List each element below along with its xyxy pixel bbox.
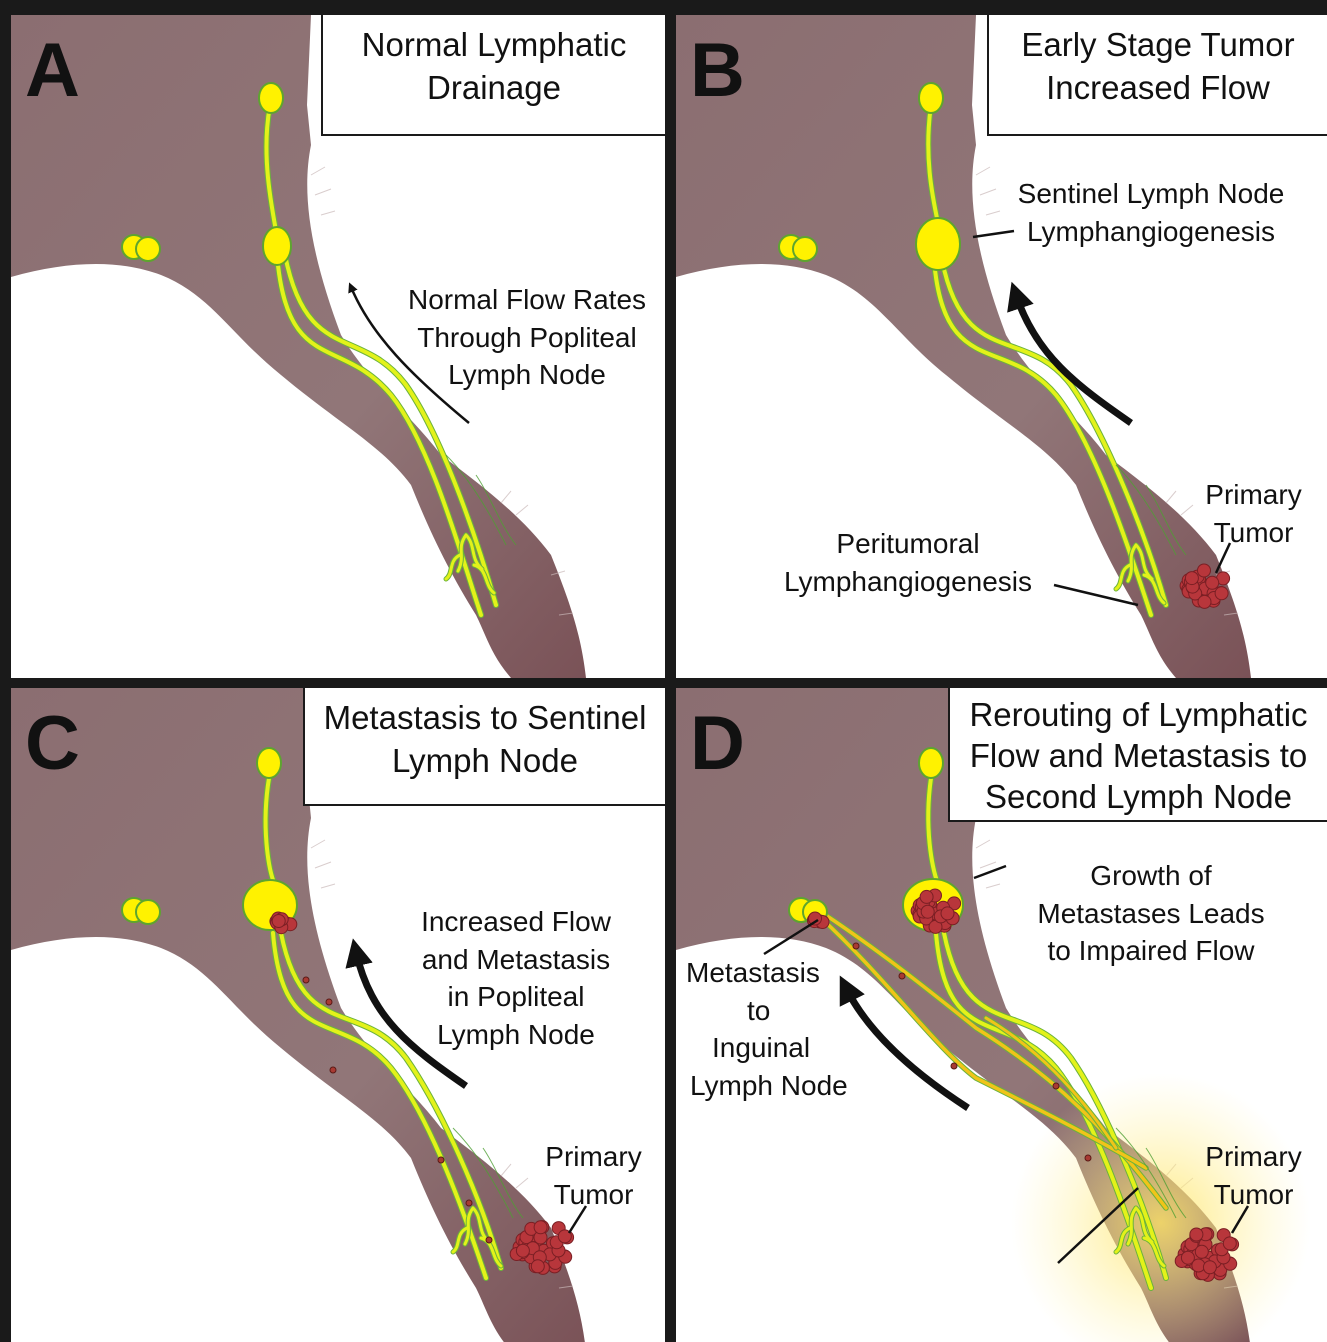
label-line: Lymph Node [681, 1067, 881, 1105]
label-line: Lymphangiogenesis [996, 213, 1306, 251]
label-line: to [681, 992, 881, 1030]
panel-letter: A [25, 33, 78, 109]
label-line: Lymphangiogenesis [768, 563, 1048, 601]
lymph-node-lobe [136, 900, 160, 924]
tumor-cell [1198, 564, 1211, 577]
title-line: Increased Flow [989, 66, 1327, 109]
title-line: Second Lymph Node [950, 776, 1327, 817]
tumor-cell [920, 890, 933, 903]
label-line: Primary [526, 1138, 661, 1176]
panel-a: A Normal Lymphatic Drainage Normal Flow … [11, 15, 665, 678]
label-line: Tumor [1186, 514, 1321, 552]
tumor-cell [921, 905, 934, 918]
panel-title: Normal Lymphatic Drainage [321, 15, 665, 136]
popliteal-upper-node-icon [259, 83, 283, 113]
label-line: Metastasis [681, 954, 881, 992]
sentinel-lymph-node-icon [916, 218, 960, 270]
label-line: Increased Flow [391, 903, 641, 941]
metastatic-cell [486, 1237, 492, 1243]
lymph-node-lobe [793, 237, 817, 261]
peritumoral-label: Peritumoral Lymphangiogenesis [768, 525, 1048, 600]
label-line: Metastases Leads [1011, 895, 1291, 933]
panel-c: C Metastasis to Sentinel Lymph Node Incr… [11, 688, 665, 1342]
metastatic-cell [466, 1200, 472, 1206]
increased-flow-label: Increased Flow and Metastasis in Poplite… [391, 903, 641, 1053]
label-line: Normal Flow Rates [387, 281, 665, 319]
metastatic-cell [951, 1063, 957, 1069]
metastatic-cell [899, 973, 905, 979]
panel-d: D Rerouting of Lymphatic Flow and Metast… [676, 688, 1327, 1342]
tumor-cell [1195, 1245, 1208, 1258]
panel-letter: B [690, 33, 743, 109]
flow-rate-label: Normal Flow Rates Through Popliteal Lymp… [387, 281, 665, 394]
panel-title: Early Stage Tumor Increased Flow [987, 15, 1327, 136]
label-line: Growth of [1011, 857, 1291, 895]
label-line: Inguinal [681, 1029, 881, 1067]
popliteal-upper-node-icon [257, 748, 281, 778]
metastatic-cell [1085, 1155, 1091, 1161]
tumor-cell [1215, 587, 1228, 600]
title-line: Normal Lymphatic [323, 23, 665, 66]
inguinal-lymph-node-icon [122, 898, 160, 924]
label-line: Tumor [526, 1176, 661, 1214]
panel-title: Metastasis to Sentinel Lymph Node [303, 688, 665, 806]
inguinal-metastasis-label: Metastasis to Inguinal Lymph Node [681, 954, 881, 1104]
panel-letter: C [25, 706, 78, 782]
label-line: and Metastasis [391, 941, 641, 979]
tumor-cell [1223, 1237, 1236, 1250]
title-line: Metastasis to Sentinel [305, 696, 665, 739]
growth-leader-line [974, 866, 1006, 878]
tumor-cell [1198, 595, 1211, 608]
tumor-cell [1203, 1261, 1216, 1274]
title-line: Lymph Node [305, 739, 665, 782]
tumor-cell [941, 907, 954, 920]
panel-letter: D [690, 706, 743, 782]
label-line: Lymph Node [387, 356, 665, 394]
tumor-cell [272, 915, 285, 928]
inguinal-lymph-node-icon [779, 235, 817, 261]
metastatic-cell [330, 1067, 336, 1073]
title-line: Early Stage Tumor [989, 23, 1327, 66]
inguinal-lymph-node-icon [122, 235, 160, 261]
popliteal-lymph-node-icon [263, 227, 291, 265]
metastatic-cell [303, 977, 309, 983]
growth-label: Growth of Metastases Leads to Impaired F… [1011, 857, 1291, 970]
label-line: in Popliteal [391, 978, 641, 1016]
panel-title: Rerouting of Lymphatic Flow and Metastas… [948, 688, 1327, 822]
sentinel-node-label: Sentinel Lymph Node Lymphangiogenesis [996, 175, 1306, 250]
tumor-cell [534, 1221, 547, 1234]
tumor-cell [1185, 572, 1198, 585]
tumor-cell [1206, 576, 1219, 589]
tumor-cell [516, 1244, 529, 1257]
primary-tumor-label: Primary Tumor [1186, 1138, 1321, 1213]
tumor-cell [1190, 1228, 1203, 1241]
popliteal-upper-node-icon [919, 83, 943, 113]
tumor-cell [531, 1260, 544, 1273]
label-line: Primary [1186, 1138, 1321, 1176]
metastatic-cell [326, 999, 332, 1005]
primary-tumor-label: Primary Tumor [1186, 476, 1321, 551]
metastatic-cell [438, 1157, 444, 1163]
lymph-node-lobe [136, 237, 160, 261]
label-line: Primary [1186, 476, 1321, 514]
label-line: Lymph Node [391, 1016, 641, 1054]
tumor-cell [1192, 1259, 1205, 1272]
primary-tumor-label: Primary Tumor [526, 1138, 661, 1213]
panel-b: B Early Stage Tumor Increased Flow Senti… [676, 15, 1327, 678]
label-line: Peritumoral [768, 525, 1048, 563]
metastatic-cell [853, 943, 859, 949]
title-line: Flow and Metastasis to [950, 735, 1327, 776]
label-line: Sentinel Lymph Node [996, 175, 1306, 213]
label-line: Tumor [1186, 1176, 1321, 1214]
title-line: Drainage [323, 66, 665, 109]
popliteal-upper-node-icon [919, 748, 943, 778]
label-line: to Impaired Flow [1011, 932, 1291, 970]
metastatic-cell [1053, 1083, 1059, 1089]
title-line: Rerouting of Lymphatic [950, 694, 1327, 735]
label-line: Through Popliteal [387, 319, 665, 357]
